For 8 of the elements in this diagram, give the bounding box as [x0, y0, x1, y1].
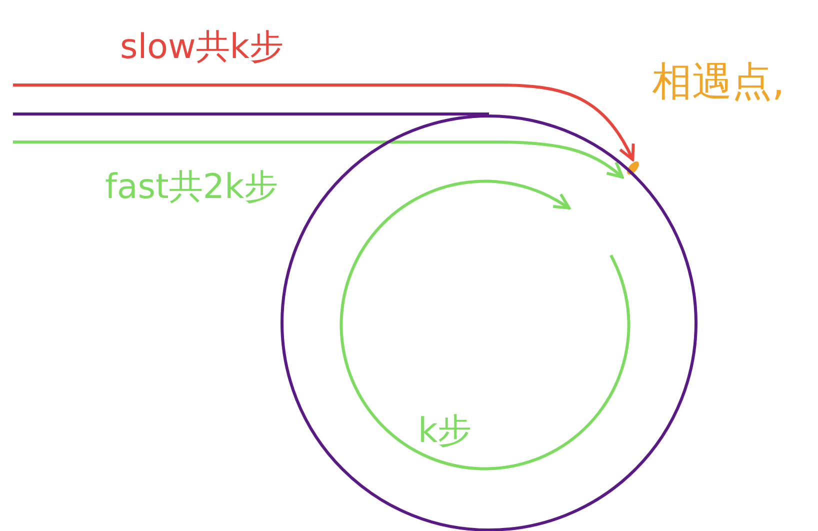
line [13, 112, 489, 116]
step-label: k步 [418, 414, 472, 448]
arrow [13, 140, 624, 179]
arrow [13, 84, 634, 162]
point-label: 相遇点, [652, 62, 785, 102]
edge-label: fast共2k步 [105, 170, 278, 204]
meeting-point-mark [624, 160, 642, 176]
edge-label: slow共k步 [120, 30, 284, 64]
